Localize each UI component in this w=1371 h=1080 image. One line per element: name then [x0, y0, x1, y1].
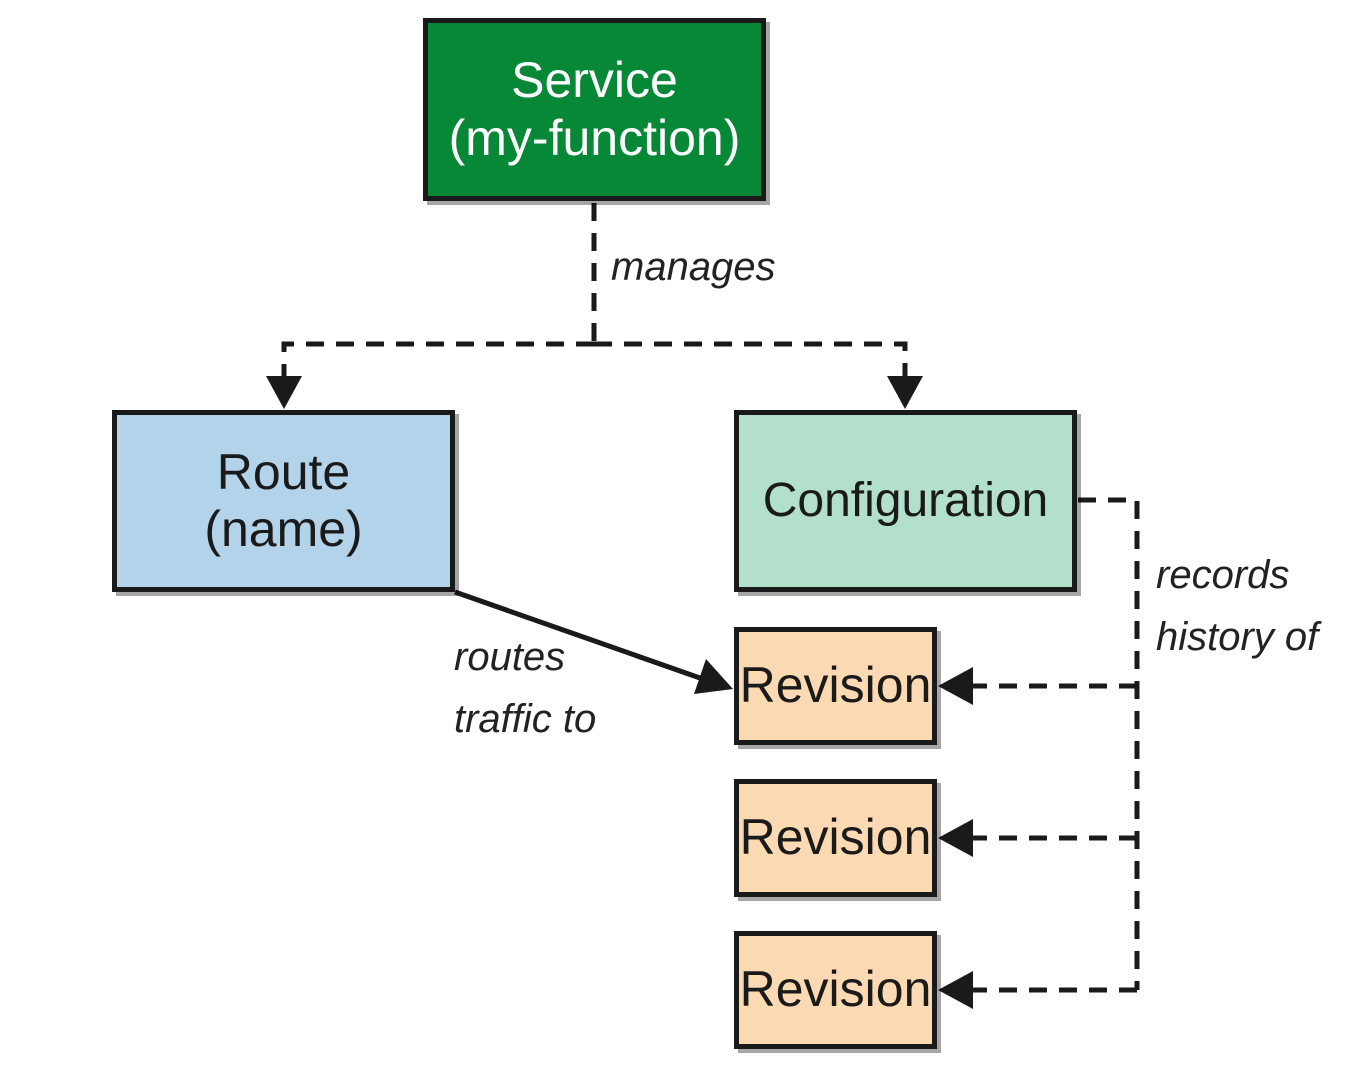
service-title: Service	[511, 52, 678, 108]
service-node: Service (my-function)	[423, 18, 766, 201]
route-node: Route (name)	[112, 410, 455, 592]
arrowhead-to-revision-1	[938, 667, 973, 705]
revision-title: Revision	[739, 961, 932, 1018]
configuration-title: Configuration	[762, 474, 1049, 528]
arrowhead-to-configuration	[887, 376, 923, 409]
arrowhead-to-revision-traffic	[694, 659, 733, 694]
manages-connector-right	[594, 341, 908, 378]
route-title: Route	[216, 443, 351, 500]
records-history-label-line2: history of	[1156, 615, 1319, 659]
revision-title: Revision	[739, 657, 932, 714]
arrowhead-to-revision-3	[938, 971, 973, 1009]
manages-label: manages	[611, 236, 776, 298]
revision-node: Revision	[734, 931, 937, 1049]
revision-node: Revision	[734, 627, 937, 745]
revision-title: Revision	[739, 809, 932, 866]
configuration-node: Configuration	[734, 410, 1077, 592]
arrowhead-to-route	[266, 376, 302, 409]
routes-traffic-connector	[454, 589, 701, 681]
arrowhead-to-revision-2	[938, 819, 973, 857]
routes-traffic-label-line1: routes	[454, 635, 566, 679]
manages-connector-left	[281, 341, 594, 378]
service-subtitle: (my-function)	[448, 109, 741, 166]
routes-traffic-label: routes traffic to	[454, 626, 596, 750]
records-history-label: records history of	[1156, 544, 1318, 668]
revision-node: Revision	[734, 779, 937, 897]
records-history-label-line1: records	[1156, 553, 1290, 597]
records-history-connector-trunk	[1078, 497, 1140, 990]
route-subtitle: (name)	[204, 501, 363, 557]
routes-traffic-label-line2: traffic to	[454, 697, 597, 741]
manages-label-text: manages	[611, 245, 776, 289]
